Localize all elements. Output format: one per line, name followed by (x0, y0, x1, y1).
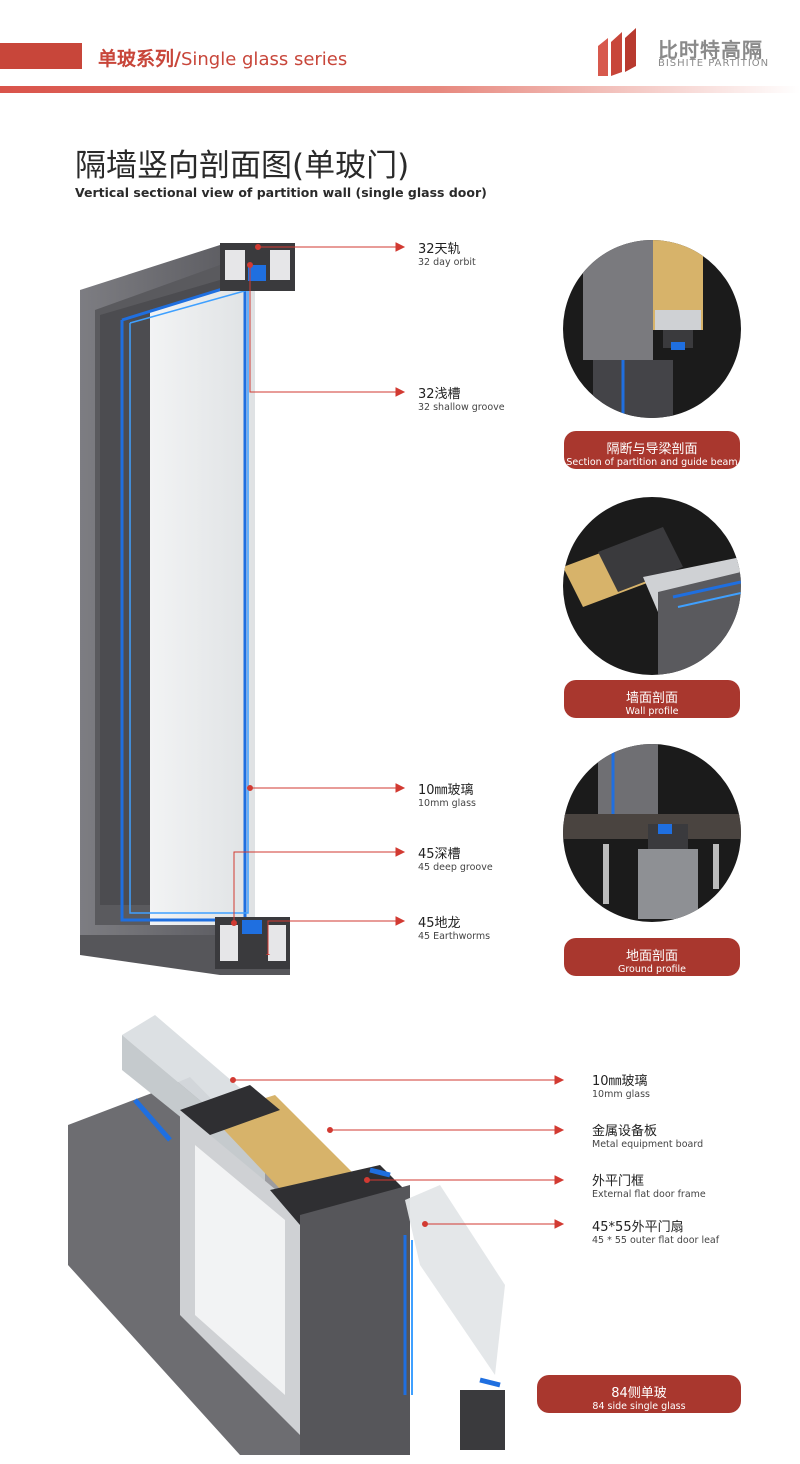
callout-label-en: 45 * 55 outer flat door leaf (592, 1235, 720, 1246)
callout-label-en: 10mm glass (418, 798, 477, 809)
callout-label-cn: 45地龙 (418, 916, 461, 931)
callout-door-frame: 外平门框 External flat door frame (592, 1170, 706, 1200)
ground-profile-illustration (563, 744, 741, 919)
detail-circle-wall (563, 497, 741, 675)
callout-label-en: 45 Earthworms (418, 931, 491, 942)
callout-label-en: 10mm glass (592, 1089, 651, 1100)
callout-label-en: 45 deep groove (418, 862, 493, 873)
header-accent-bar (0, 43, 82, 69)
brand-subtitle: BISHITE PARTITION (658, 58, 770, 69)
callout-bottom-glass: 10㎜玻璃 10mm glass (592, 1070, 650, 1100)
badge-side-single-glass: 84侧单玻 84 side single glass (537, 1375, 741, 1413)
badge-en: Section of partition and guide beam (566, 457, 738, 468)
callout-10mm-glass: 10㎜玻璃 10mm glass (418, 779, 476, 809)
page-subtitle: Vertical sectional view of partition wal… (75, 185, 487, 200)
callout-lines-top (231, 242, 406, 955)
vertical-section-drawing (80, 243, 295, 975)
callout-label-cn: 45深槽 (418, 847, 461, 862)
callout-door-leaf: 45*55外平门扇 45 * 55 outer flat door leaf (592, 1216, 719, 1246)
page-title: 隔墙竖向剖面图(单玻门) (75, 148, 410, 184)
series-title: 单玻系列/Single glass series (98, 44, 347, 71)
callout-shallow-groove: 32浅槽 32 shallow groove (418, 383, 505, 413)
callout-label-cn: 10㎜玻璃 (418, 783, 474, 798)
badge-cn: 84侧单玻 (611, 1386, 667, 1401)
callout-label-cn: 外平门框 (592, 1174, 645, 1189)
wall-profile-illustration (563, 527, 741, 675)
brand-logo-icon (598, 28, 636, 76)
series-title-cn: 单玻系列/ (98, 48, 181, 70)
callout-label-cn: 32浅槽 (418, 387, 461, 402)
badge-cn: 地面剖面 (625, 949, 678, 964)
callout-lines-bottom (230, 1075, 565, 1229)
badge-wall-profile: 墙面剖面 Wall profile (564, 680, 740, 718)
guide-beam-illustration (583, 240, 703, 418)
detail-circle-ground (563, 744, 741, 922)
callout-label-en: Metal equipment board (592, 1139, 704, 1150)
callout-label-en: 32 day orbit (418, 257, 476, 268)
callout-deep-groove: 45深槽 45 deep groove (418, 843, 493, 873)
header-divider (0, 86, 800, 93)
callout-label-cn: 10㎜玻璃 (592, 1074, 648, 1089)
callout-earthworms: 45地龙 45 Earthworms (418, 912, 490, 942)
detail-circle-guide-beam (563, 240, 741, 418)
callout-label-cn: 金属设备板 (592, 1124, 658, 1139)
badge-en: Ground profile (618, 964, 686, 975)
callout-metal-board: 金属设备板 Metal equipment board (592, 1120, 703, 1150)
badge-guide-beam: 隔断与导梁剖面 Section of partition and guide b… (564, 431, 740, 469)
isometric-section-drawing (68, 1015, 505, 1455)
brand-name: 比时特高隔 (658, 38, 763, 62)
badge-ground-profile: 地面剖面 Ground profile (564, 938, 740, 976)
callout-day-orbit: 32天轨 32 day orbit (418, 238, 476, 268)
callout-label-en: External flat door frame (592, 1189, 706, 1200)
callout-label-cn: 32天轨 (418, 242, 461, 257)
badge-en: Wall profile (625, 706, 679, 717)
callout-label-cn: 45*55外平门扇 (592, 1220, 684, 1235)
callout-label-en: 32 shallow groove (418, 402, 505, 413)
badge-cn: 墙面剖面 (625, 691, 678, 706)
badge-cn: 隔断与导梁剖面 (606, 442, 698, 457)
badge-en: 84 side single glass (592, 1401, 686, 1412)
series-title-en: Single glass series (180, 49, 348, 70)
